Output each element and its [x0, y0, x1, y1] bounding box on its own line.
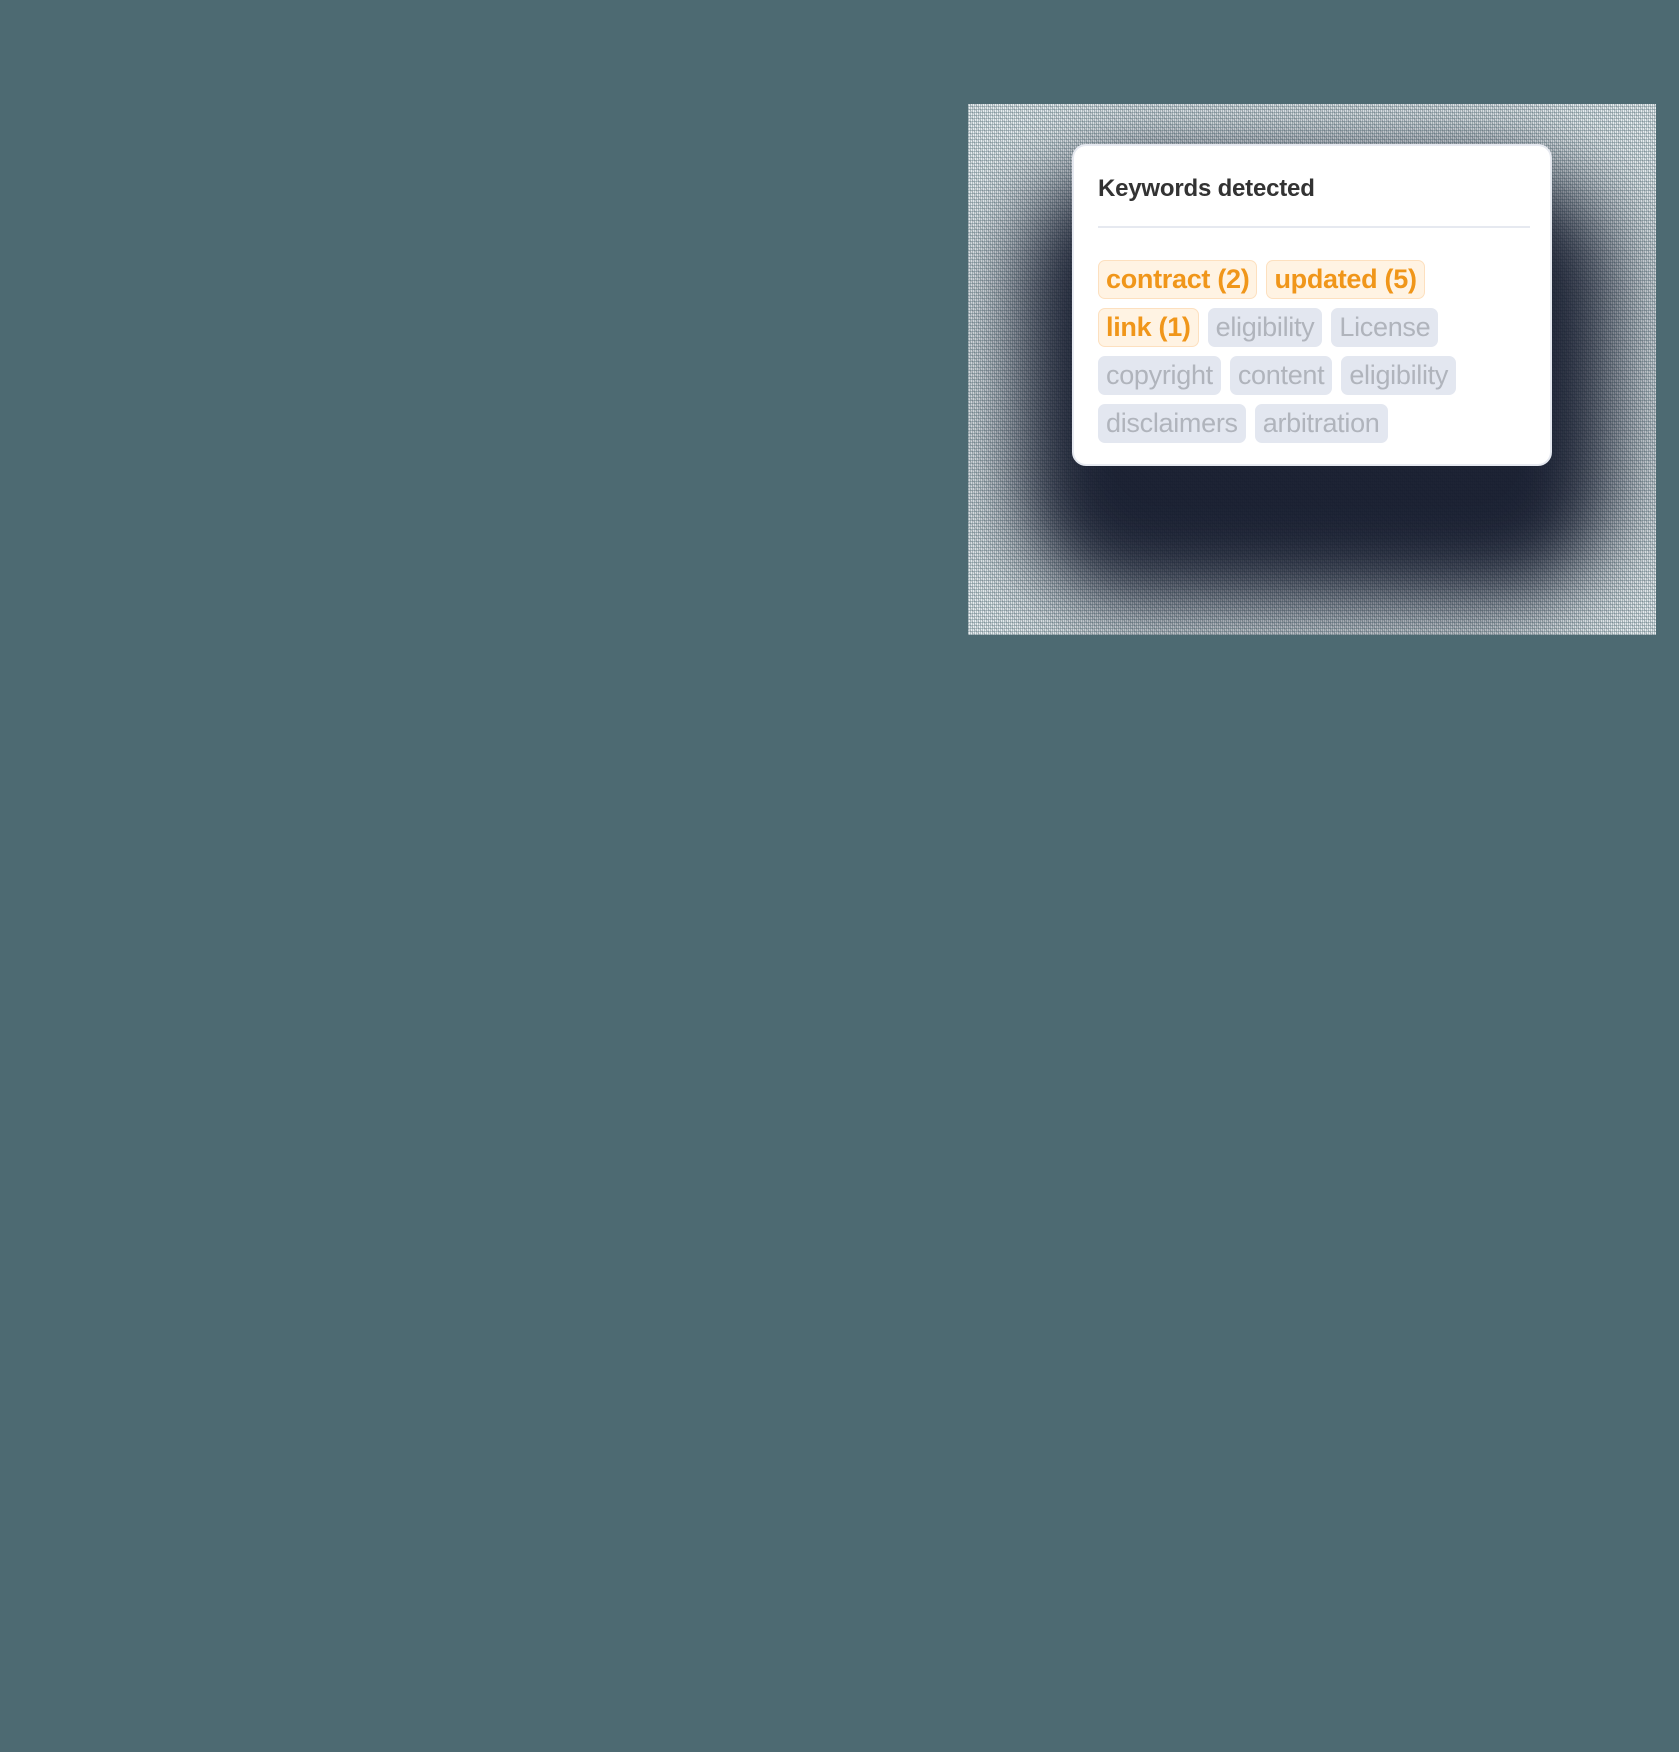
keyword-chip[interactable]: content: [1229, 356, 1333, 395]
keyword-chip[interactable]: License: [1331, 308, 1439, 347]
divider: [1098, 226, 1530, 228]
keyword-chip-detected[interactable]: link (1): [1098, 308, 1199, 347]
keyword-chip-list: contract (2) updated (5) link (1) eligib…: [1098, 260, 1518, 443]
keyword-chip[interactable]: eligibility: [1207, 308, 1323, 347]
keyword-chip[interactable]: arbitration: [1254, 404, 1388, 443]
keyword-chip-detected[interactable]: contract (2): [1098, 260, 1258, 299]
keyword-chip[interactable]: copyright: [1098, 356, 1221, 395]
keyword-chip-detected[interactable]: updated (5): [1266, 260, 1425, 299]
keyword-chip[interactable]: disclaimers: [1098, 404, 1246, 443]
keywords-card: Keywords detected contract (2) updated (…: [1072, 144, 1552, 466]
card-title: Keywords detected: [1098, 175, 1315, 202]
keyword-chip[interactable]: eligibility: [1341, 356, 1457, 395]
